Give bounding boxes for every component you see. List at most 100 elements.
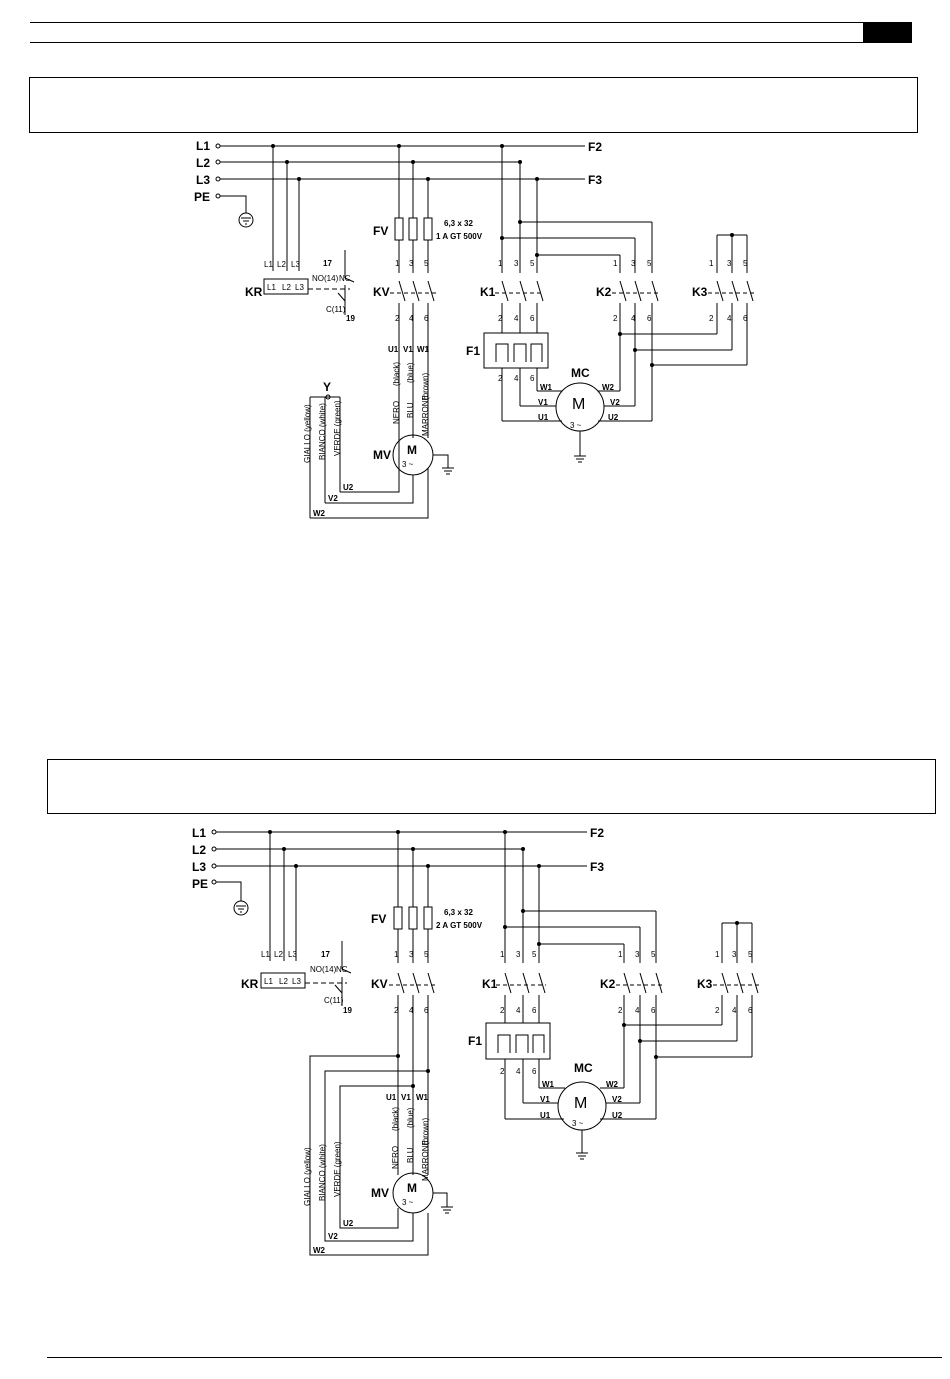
svg-text:1: 1 <box>498 259 503 268</box>
svg-text:PE: PE <box>192 877 208 891</box>
label-mc: MC <box>571 366 590 380</box>
svg-text:BIANCO (white): BIANCO (white) <box>318 1144 327 1201</box>
svg-text:U2: U2 <box>608 413 619 422</box>
svg-text:W1: W1 <box>540 383 553 392</box>
svg-text:17: 17 <box>323 259 332 268</box>
svg-text:3 ~: 3 ~ <box>570 421 582 430</box>
svg-text:L3: L3 <box>295 283 304 292</box>
svg-text:C(11): C(11) <box>326 305 346 314</box>
svg-text:BLU: BLU <box>406 402 415 418</box>
svg-text:1: 1 <box>500 950 505 959</box>
svg-text:V1: V1 <box>538 398 548 407</box>
svg-text:3: 3 <box>409 259 414 268</box>
svg-text:W2: W2 <box>606 1080 619 1089</box>
fuse-size-2: 6,3 x 32 <box>444 908 473 917</box>
svg-text:3 ~: 3 ~ <box>402 1198 414 1207</box>
svg-text:5: 5 <box>424 259 429 268</box>
svg-text:U2: U2 <box>612 1111 623 1120</box>
svg-text:F2: F2 <box>590 826 604 840</box>
svg-text:L3: L3 <box>291 260 300 269</box>
svg-text:VERDE (green): VERDE (green) <box>333 1141 342 1197</box>
svg-text:5: 5 <box>424 950 429 959</box>
svg-text:V1: V1 <box>540 1095 550 1104</box>
svg-text:5: 5 <box>748 950 753 959</box>
svg-text:U1: U1 <box>386 1093 397 1102</box>
svg-text:2: 2 <box>500 1006 505 1015</box>
label-k1: K1 <box>480 285 496 299</box>
label-kv: KV <box>373 285 390 299</box>
svg-text:5: 5 <box>530 259 535 268</box>
label-l2: L2 <box>196 156 210 170</box>
svg-text:L2: L2 <box>282 283 291 292</box>
svg-text:4: 4 <box>514 374 519 383</box>
label-k3: K3 <box>692 285 708 299</box>
svg-text:V1: V1 <box>403 345 413 354</box>
svg-text:5: 5 <box>743 259 748 268</box>
svg-text:2: 2 <box>709 314 714 323</box>
svg-text:L1: L1 <box>264 260 273 269</box>
svg-text:4: 4 <box>727 314 732 323</box>
svg-text:3: 3 <box>516 950 521 959</box>
svg-text:1: 1 <box>715 950 720 959</box>
svg-text:19: 19 <box>346 314 355 323</box>
svg-text:MV: MV <box>371 1186 389 1200</box>
label-l3: L3 <box>196 173 210 187</box>
svg-text:3 ~: 3 ~ <box>572 1119 584 1128</box>
fuse-rating-2: 2 A GT 500V <box>436 921 483 930</box>
svg-text:5: 5 <box>532 950 537 959</box>
svg-text:L1: L1 <box>192 826 206 840</box>
svg-text:1: 1 <box>618 950 623 959</box>
label-kr: KR <box>245 285 263 299</box>
svg-text:W1: W1 <box>542 1080 555 1089</box>
page-number-block <box>863 22 912 42</box>
svg-text:U2: U2 <box>343 1219 354 1228</box>
svg-text:1: 1 <box>709 259 714 268</box>
svg-text:U1: U1 <box>538 413 549 422</box>
svg-text:C(11): C(11) <box>324 996 344 1005</box>
svg-text:GIALLO (yellow): GIALLO (yellow) <box>303 1147 312 1206</box>
svg-text:V2: V2 <box>612 1095 622 1104</box>
svg-text:3: 3 <box>732 950 737 959</box>
svg-text:U2: U2 <box>343 483 354 492</box>
svg-text:L3: L3 <box>292 977 301 986</box>
svg-text:3: 3 <box>514 259 519 268</box>
svg-text:NO(14): NO(14) <box>310 965 337 974</box>
svg-text:3: 3 <box>635 950 640 959</box>
svg-text:M: M <box>574 1095 587 1112</box>
svg-text:2: 2 <box>613 314 618 323</box>
header-rule-top <box>30 22 912 23</box>
svg-text:L2: L2 <box>192 843 206 857</box>
svg-text:6: 6 <box>530 374 535 383</box>
svg-text:2: 2 <box>395 314 400 323</box>
svg-text:6: 6 <box>743 314 748 323</box>
svg-text:(blue): (blue) <box>406 362 415 383</box>
svg-text:MARRONE: MARRONE <box>421 395 430 436</box>
svg-text:M: M <box>407 1181 417 1195</box>
svg-text:L2: L2 <box>279 977 288 986</box>
svg-text:3 ~: 3 ~ <box>402 460 414 469</box>
svg-text:5: 5 <box>651 950 656 959</box>
svg-text:6: 6 <box>532 1067 537 1076</box>
svg-text:F1: F1 <box>468 1034 482 1048</box>
svg-text:L2: L2 <box>277 260 286 269</box>
label-mv: MV <box>373 448 391 462</box>
svg-text:KV: KV <box>371 977 388 991</box>
svg-text:19: 19 <box>343 1006 352 1015</box>
svg-text:BLU: BLU <box>406 1147 415 1163</box>
svg-text:L1: L1 <box>264 977 273 986</box>
svg-text:2: 2 <box>715 1006 720 1015</box>
svg-text:W1: W1 <box>417 345 430 354</box>
svg-text:2: 2 <box>618 1006 623 1015</box>
label-f1: F1 <box>466 344 480 358</box>
svg-text:M: M <box>407 443 417 457</box>
svg-text:1: 1 <box>395 259 400 268</box>
svg-text:W2: W2 <box>313 1246 326 1255</box>
svg-text:BIANCO (white): BIANCO (white) <box>318 403 327 460</box>
svg-text:MC: MC <box>574 1061 593 1075</box>
svg-text:2: 2 <box>500 1067 505 1076</box>
svg-text:(brown): (brown) <box>421 373 430 400</box>
svg-text:L1: L1 <box>261 950 270 959</box>
svg-text:W2: W2 <box>313 509 326 518</box>
